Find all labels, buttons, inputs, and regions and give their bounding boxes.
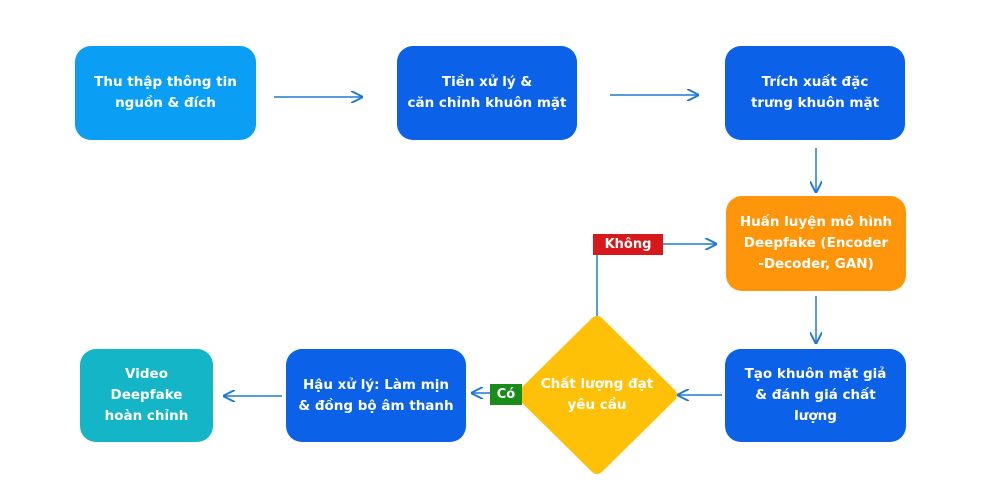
node-generate: Tạo khuôn mặt giả & đánh giá chất lượng	[725, 349, 906, 442]
node-extract: Trích xuất đặc trưng khuôn mặt	[725, 46, 905, 140]
node-decision-label: Chất lượng đạt yêu cầu	[540, 376, 654, 413]
node-train: Huấn luyện mô hình Deepfake (Encoder -De…	[726, 196, 906, 291]
badge-yes: Có	[490, 384, 522, 405]
node-postprocess: Hậu xử lý: Làm mịn & đồng bộ âm thanh	[286, 349, 466, 442]
node-collect: Thu thập thông tin nguồn & đích	[75, 46, 256, 140]
node-final: Video Deepfake hoàn chỉnh	[80, 349, 213, 442]
arrow-decision-to-train-loop	[596, 244, 716, 322]
node-preprocess: Tiền xử lý & căn chỉnh khuôn mặt	[397, 46, 577, 140]
badge-no: Không	[593, 234, 663, 255]
decision-diamond	[517, 316, 677, 474]
